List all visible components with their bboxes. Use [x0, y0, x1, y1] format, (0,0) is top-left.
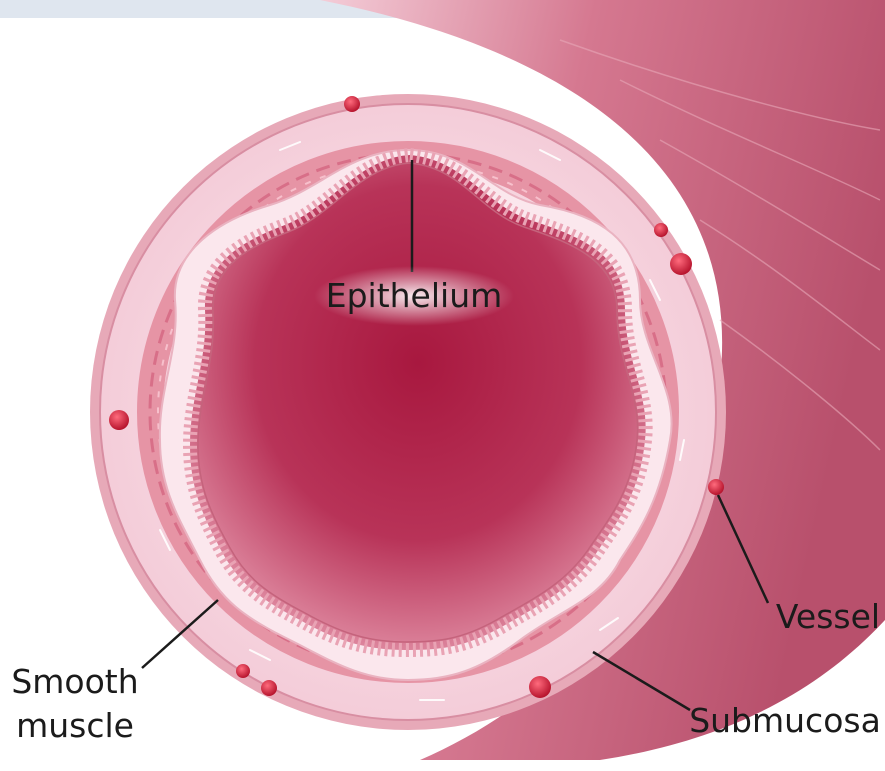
- vessel-dot: [236, 664, 250, 678]
- smooth-muscle-label-line1: Smooth: [11, 662, 138, 701]
- vessel-label: Vessel: [776, 597, 880, 636]
- vessel-dot-labeled: [708, 479, 724, 495]
- vessel-dot: [109, 410, 129, 430]
- submucosa-label: Submucosa: [689, 701, 881, 740]
- vessel-dot: [261, 680, 277, 696]
- smooth-muscle-label-line2: muscle: [16, 706, 134, 745]
- epithelium-label: Epithelium: [326, 276, 503, 315]
- vessel-dot: [529, 676, 551, 698]
- vessel-dot: [344, 96, 360, 112]
- vessel-dot: [654, 223, 668, 237]
- vessel-dot: [670, 253, 692, 275]
